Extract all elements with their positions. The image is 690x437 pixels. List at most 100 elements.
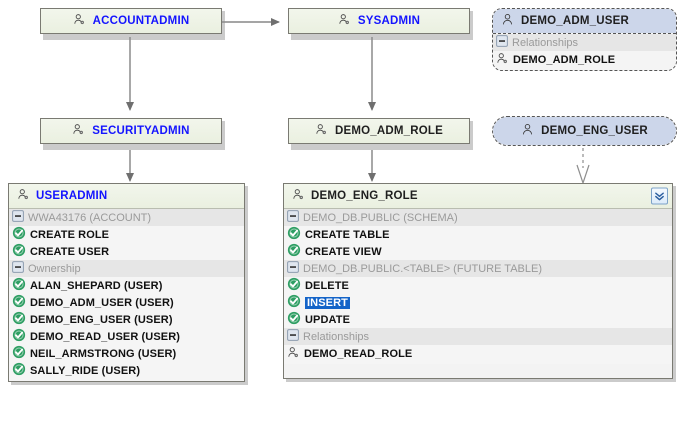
row-label: CREATE USER	[30, 245, 110, 258]
grant-row[interactable]: CREATE USER	[9, 243, 244, 260]
row-label: DEMO_ENG_USER (USER)	[30, 313, 173, 326]
row-label: DEMO_ADM_USER (USER)	[30, 296, 174, 309]
row-label: WWA43176 (ACCOUNT)	[28, 211, 152, 224]
row-label: DEMO_ADM_ROLE	[513, 53, 616, 66]
check-icon	[287, 294, 301, 311]
grant-row[interactable]: DELETE	[284, 277, 672, 294]
user-icon	[501, 13, 514, 29]
edge-demo-eng-user-demo-eng-role	[576, 148, 590, 185]
role-icon	[287, 346, 300, 362]
list-padding	[284, 364, 672, 378]
node-title: SECURITYADMIN	[92, 125, 190, 137]
node-header: DEMO_ADM_USER	[493, 9, 676, 33]
grant-row[interactable]: DEMO_ENG_USER (USER)	[9, 311, 244, 328]
node-title: USERADMIN	[36, 190, 108, 202]
collapse-minus-icon[interactable]	[287, 261, 299, 276]
grant-row[interactable]: SALLY_RIDE (USER)	[9, 362, 244, 379]
check-icon	[287, 226, 301, 243]
grant-row[interactable]: CREATE ROLE	[9, 226, 244, 243]
grant-row[interactable]: ALAN_SHEPARD (USER)	[9, 277, 244, 294]
node-demo-eng-role[interactable]: DEMO_ENG_ROLE DEMO_DB.PUBLIC (SCHEMA) CRE…	[283, 183, 676, 382]
row-label: CREATE TABLE	[305, 228, 390, 241]
row-label: Ownership	[28, 262, 81, 275]
group-row[interactable]: DEMO_DB.PUBLIC.<TABLE> (FUTURE TABLE)	[284, 260, 672, 277]
grant-list: WWA43176 (ACCOUNT) CREATE ROLE CREATE USER…	[9, 209, 244, 381]
collapse-minus-icon[interactable]	[12, 261, 24, 276]
node-body: DEMO_ADM_ROLE	[288, 118, 470, 144]
node-body: ACCOUNTADMIN	[40, 8, 222, 34]
divider	[493, 33, 676, 34]
related-role-row[interactable]: DEMO_READ_ROLE	[284, 345, 672, 362]
node-title: SYSADMIN	[357, 15, 421, 27]
row-label: CREATE ROLE	[30, 228, 110, 241]
row-label: ALAN_SHEPARD (USER)	[30, 279, 163, 292]
role-icon	[496, 52, 509, 68]
row-label: DEMO_DB.PUBLIC.<TABLE> (FUTURE TABLE)	[303, 262, 543, 275]
check-icon	[12, 328, 26, 345]
node-title: DEMO_ADM_USER	[521, 15, 630, 27]
node-securityadmin[interactable]: SECURITYADMIN	[40, 118, 225, 150]
collapse-minus-icon[interactable]	[287, 329, 299, 344]
node-title: ACCOUNTADMIN	[92, 15, 190, 27]
node-header: ACCOUNTADMIN	[41, 9, 221, 33]
grant-row[interactable]: INSERT	[284, 294, 672, 311]
node-header: DEMO_ENG_USER	[493, 117, 676, 145]
row-label: DEMO_READ_USER (USER)	[30, 330, 181, 343]
check-icon	[287, 243, 301, 260]
check-icon	[12, 362, 26, 379]
row-label: DEMO_READ_ROLE	[304, 347, 413, 360]
role-icon	[72, 123, 85, 139]
grant-row[interactable]: NEIL_ARMSTRONG (USER)	[9, 345, 244, 362]
row-label: Relationships	[303, 330, 370, 343]
node-title: DEMO_ADM_ROLE	[334, 125, 444, 137]
grant-row[interactable]: UPDATE	[284, 311, 672, 328]
role-icon	[292, 188, 305, 204]
row-label: CREATE VIEW	[305, 245, 382, 258]
row-label: NEIL_ARMSTRONG (USER)	[30, 347, 177, 360]
related-role-row[interactable]: DEMO_ADM_ROLE	[493, 51, 676, 68]
node-body: DEMO_ENG_USER	[492, 116, 677, 146]
group-row[interactable]: Relationships	[284, 328, 672, 345]
check-icon	[12, 226, 26, 243]
grant-row[interactable]: CREATE VIEW	[284, 243, 672, 260]
node-demo-eng-user[interactable]: DEMO_ENG_USER	[492, 116, 677, 146]
collapse-minus-icon[interactable]	[287, 210, 299, 225]
group-row[interactable]: DEMO_DB.PUBLIC (SCHEMA)	[284, 209, 672, 226]
check-icon	[12, 243, 26, 260]
check-icon	[287, 277, 301, 294]
check-icon	[12, 277, 26, 294]
node-body: SYSADMIN	[288, 8, 470, 34]
node-body: DEMO_ENG_ROLE DEMO_DB.PUBLIC (SCHEMA) CRE…	[283, 183, 673, 379]
group-row[interactable]: Relationships	[493, 34, 676, 51]
role-icon	[315, 123, 328, 139]
grant-row[interactable]: DEMO_READ_USER (USER)	[9, 328, 244, 345]
grant-row[interactable]: CREATE TABLE	[284, 226, 672, 243]
node-header: DEMO_ADM_ROLE	[289, 119, 469, 143]
selected-row-highlight: INSERT	[305, 296, 350, 309]
check-icon	[287, 311, 301, 328]
node-useradmin[interactable]: USERADMIN WWA43176 (ACCOUNT) CREATE ROLE C…	[8, 183, 248, 385]
node-header: DEMO_ENG_ROLE	[284, 184, 672, 209]
node-header: SECURITYADMIN	[41, 119, 221, 143]
collapse-minus-icon[interactable]	[12, 210, 24, 225]
group-row[interactable]: WWA43176 (ACCOUNT)	[9, 209, 244, 226]
row-label: INSERT	[305, 296, 350, 309]
check-icon	[12, 294, 26, 311]
node-title: DEMO_ENG_ROLE	[311, 190, 418, 202]
grant-row[interactable]: DEMO_ADM_USER (USER)	[9, 294, 244, 311]
node-body: SECURITYADMIN	[40, 118, 222, 144]
node-accountadmin[interactable]: ACCOUNTADMIN	[40, 8, 225, 40]
group-row[interactable]: Ownership	[9, 260, 244, 277]
check-icon	[12, 311, 26, 328]
double-chevron-down-icon[interactable]	[651, 187, 668, 205]
role-icon	[17, 188, 30, 204]
node-title: DEMO_ENG_USER	[541, 125, 648, 137]
node-demo-adm-role[interactable]: DEMO_ADM_ROLE	[288, 118, 473, 150]
node-sysadmin[interactable]: SYSADMIN	[288, 8, 473, 40]
row-label: DELETE	[305, 279, 349, 292]
collapse-minus-icon[interactable]	[496, 35, 508, 50]
